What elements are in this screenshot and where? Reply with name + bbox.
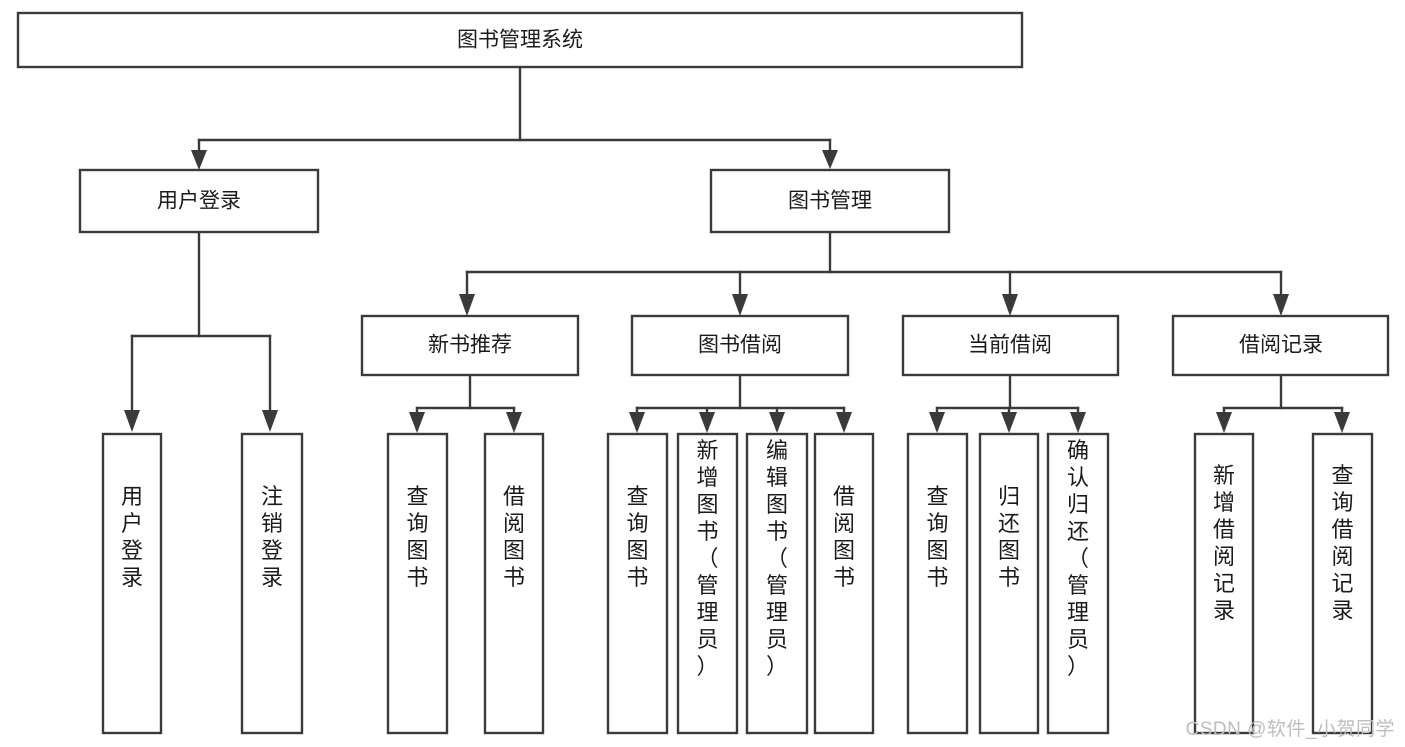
leaf-node-query-book-3-label: 查询图书 bbox=[926, 484, 948, 590]
leaf-node-return-book[interactable]: 归还图书 bbox=[978, 432, 1040, 735]
node-current-borrow-box[interactable] bbox=[901, 314, 1120, 377]
leaf-node-user-login-box[interactable] bbox=[101, 432, 163, 735]
leaf-node-borrow-book-2-label: 借阅图书 bbox=[833, 484, 855, 590]
node-book-management[interactable]: 图书管理 bbox=[709, 168, 951, 234]
arrow-head-leaf-10 bbox=[1001, 412, 1017, 433]
leaf-node-query-book-1-label: 查询图书 bbox=[406, 484, 428, 590]
leaf-node-borrow-book-1-box[interactable] bbox=[483, 432, 545, 735]
node-current-borrow-label: 当前借阅 bbox=[968, 334, 1052, 357]
arrow-head-leaf-5 bbox=[629, 412, 645, 433]
arrow-head-leaf-12 bbox=[1216, 412, 1232, 433]
leaf-node-add-book-admin-box[interactable] bbox=[676, 432, 739, 735]
node-new-book-recommend-box[interactable] bbox=[360, 314, 580, 377]
leaf-node-logout-box[interactable] bbox=[240, 432, 304, 735]
node-user-login[interactable]: 用户登录 bbox=[78, 168, 320, 234]
node-borrow-record-label: 借阅记录 bbox=[1239, 334, 1323, 357]
leaf-node-return-book-box[interactable] bbox=[978, 432, 1040, 735]
arrow-head-leaf-2 bbox=[262, 410, 278, 432]
leaf-node-edit-book-admin-box[interactable] bbox=[745, 432, 809, 735]
leaf-node-query-borrow-record-label: 查询借阅记录 bbox=[1331, 463, 1353, 623]
node-root-box[interactable] bbox=[16, 11, 1024, 69]
node-user-login-box[interactable] bbox=[78, 168, 320, 234]
node-book-borrow[interactable]: 图书借阅 bbox=[630, 314, 850, 377]
node-borrow-record[interactable]: 借阅记录 bbox=[1171, 314, 1390, 377]
leaf-node-logout[interactable]: 注销登录 bbox=[240, 432, 304, 735]
arrow-head-l2-1 bbox=[459, 294, 475, 316]
leaf-node-query-book-3-box[interactable] bbox=[906, 432, 969, 735]
node-new-book-recommend[interactable]: 新书推荐 bbox=[360, 314, 580, 377]
arrow-head-l2-4 bbox=[1273, 294, 1289, 316]
leaf-node-confirm-return-admin-box[interactable] bbox=[1046, 432, 1110, 735]
node-book-management-label: 图书管理 bbox=[788, 190, 872, 213]
node-root-system[interactable]: 图书管理系统 bbox=[16, 11, 1024, 69]
leaf-node-borrow-book-1[interactable]: 借阅图书 bbox=[483, 432, 545, 735]
leaf-node-user-login[interactable]: 用户登录 bbox=[101, 432, 163, 735]
arrow-head-l2-2 bbox=[732, 294, 748, 316]
arrow-head-l2-3 bbox=[1002, 294, 1018, 316]
leaf-node-query-book-1-box[interactable] bbox=[386, 432, 449, 735]
leaf-node-query-book-2[interactable]: 查询图书 bbox=[606, 432, 669, 735]
node-book-borrow-label: 图书借阅 bbox=[698, 334, 782, 357]
leaf-node-query-borrow-record-box[interactable] bbox=[1311, 432, 1374, 735]
node-borrow-record-box[interactable] bbox=[1171, 314, 1390, 377]
arrow-head-leaf-1 bbox=[124, 410, 140, 432]
leaf-node-add-borrow-record[interactable]: 新增借阅记录 bbox=[1193, 432, 1255, 735]
arrow-head-leaf-9 bbox=[929, 412, 945, 433]
leaf-node-edit-book-admin[interactable]: 编辑图书（管理员） bbox=[745, 432, 809, 735]
leaf-node-add-borrow-record-label: 新增借阅记录 bbox=[1213, 463, 1235, 623]
leaf-node-add-borrow-record-box[interactable] bbox=[1193, 432, 1255, 735]
leaf-node-query-book-3[interactable]: 查询图书 bbox=[906, 432, 969, 735]
node-current-borrow[interactable]: 当前借阅 bbox=[901, 314, 1120, 377]
node-new-book-recommend-label: 新书推荐 bbox=[428, 334, 512, 357]
node-book-management-box[interactable] bbox=[709, 168, 951, 234]
arrow-head-leaf-7 bbox=[769, 412, 785, 433]
leaf-node-add-book-admin[interactable]: 新增图书（管理员） bbox=[676, 432, 739, 735]
leaf-node-confirm-return-admin-label: 确认归还（管理员） bbox=[1067, 438, 1089, 679]
arrow-head-leaf-3 bbox=[409, 412, 425, 433]
node-root-label: 图书管理系统 bbox=[457, 29, 583, 52]
leaf-node-return-book-label: 归还图书 bbox=[998, 484, 1020, 590]
leaf-node-query-book-1[interactable]: 查询图书 bbox=[386, 432, 449, 735]
arrow-head-leaf-13 bbox=[1334, 412, 1350, 433]
node-book-borrow-box[interactable] bbox=[630, 314, 850, 377]
arrow-head-leaf-6 bbox=[699, 412, 715, 433]
node-user-login-label: 用户登录 bbox=[157, 190, 241, 213]
leaf-node-borrow-book-1-label: 借阅图书 bbox=[503, 484, 525, 590]
leaf-node-edit-book-admin-label: 编辑图书（管理员） bbox=[766, 438, 788, 679]
connector-layer bbox=[124, 65, 1350, 433]
leaf-node-confirm-return-admin[interactable]: 确认归还（管理员） bbox=[1046, 432, 1110, 735]
arrow-head-leaf-11 bbox=[1070, 412, 1086, 433]
leaf-node-borrow-book-2-box[interactable] bbox=[813, 432, 875, 735]
leaf-node-logout-label: 注销登录 bbox=[261, 484, 283, 590]
arrow-head-to-login bbox=[191, 150, 207, 170]
leaf-node-query-book-2-box[interactable] bbox=[606, 432, 669, 735]
leaf-node-add-book-admin-label: 新增图书（管理员） bbox=[696, 438, 718, 679]
arrow-head-leaf-8 bbox=[836, 412, 852, 433]
leaf-node-user-login-label: 用户登录 bbox=[121, 484, 143, 590]
leaf-node-query-book-2-label: 查询图书 bbox=[626, 484, 648, 590]
leaf-node-borrow-book-2[interactable]: 借阅图书 bbox=[813, 432, 875, 735]
leaf-node-query-borrow-record[interactable]: 查询借阅记录 bbox=[1311, 432, 1374, 735]
arrow-head-leaf-4 bbox=[506, 412, 522, 433]
arrow-head-to-bookmgmt bbox=[822, 150, 838, 169]
